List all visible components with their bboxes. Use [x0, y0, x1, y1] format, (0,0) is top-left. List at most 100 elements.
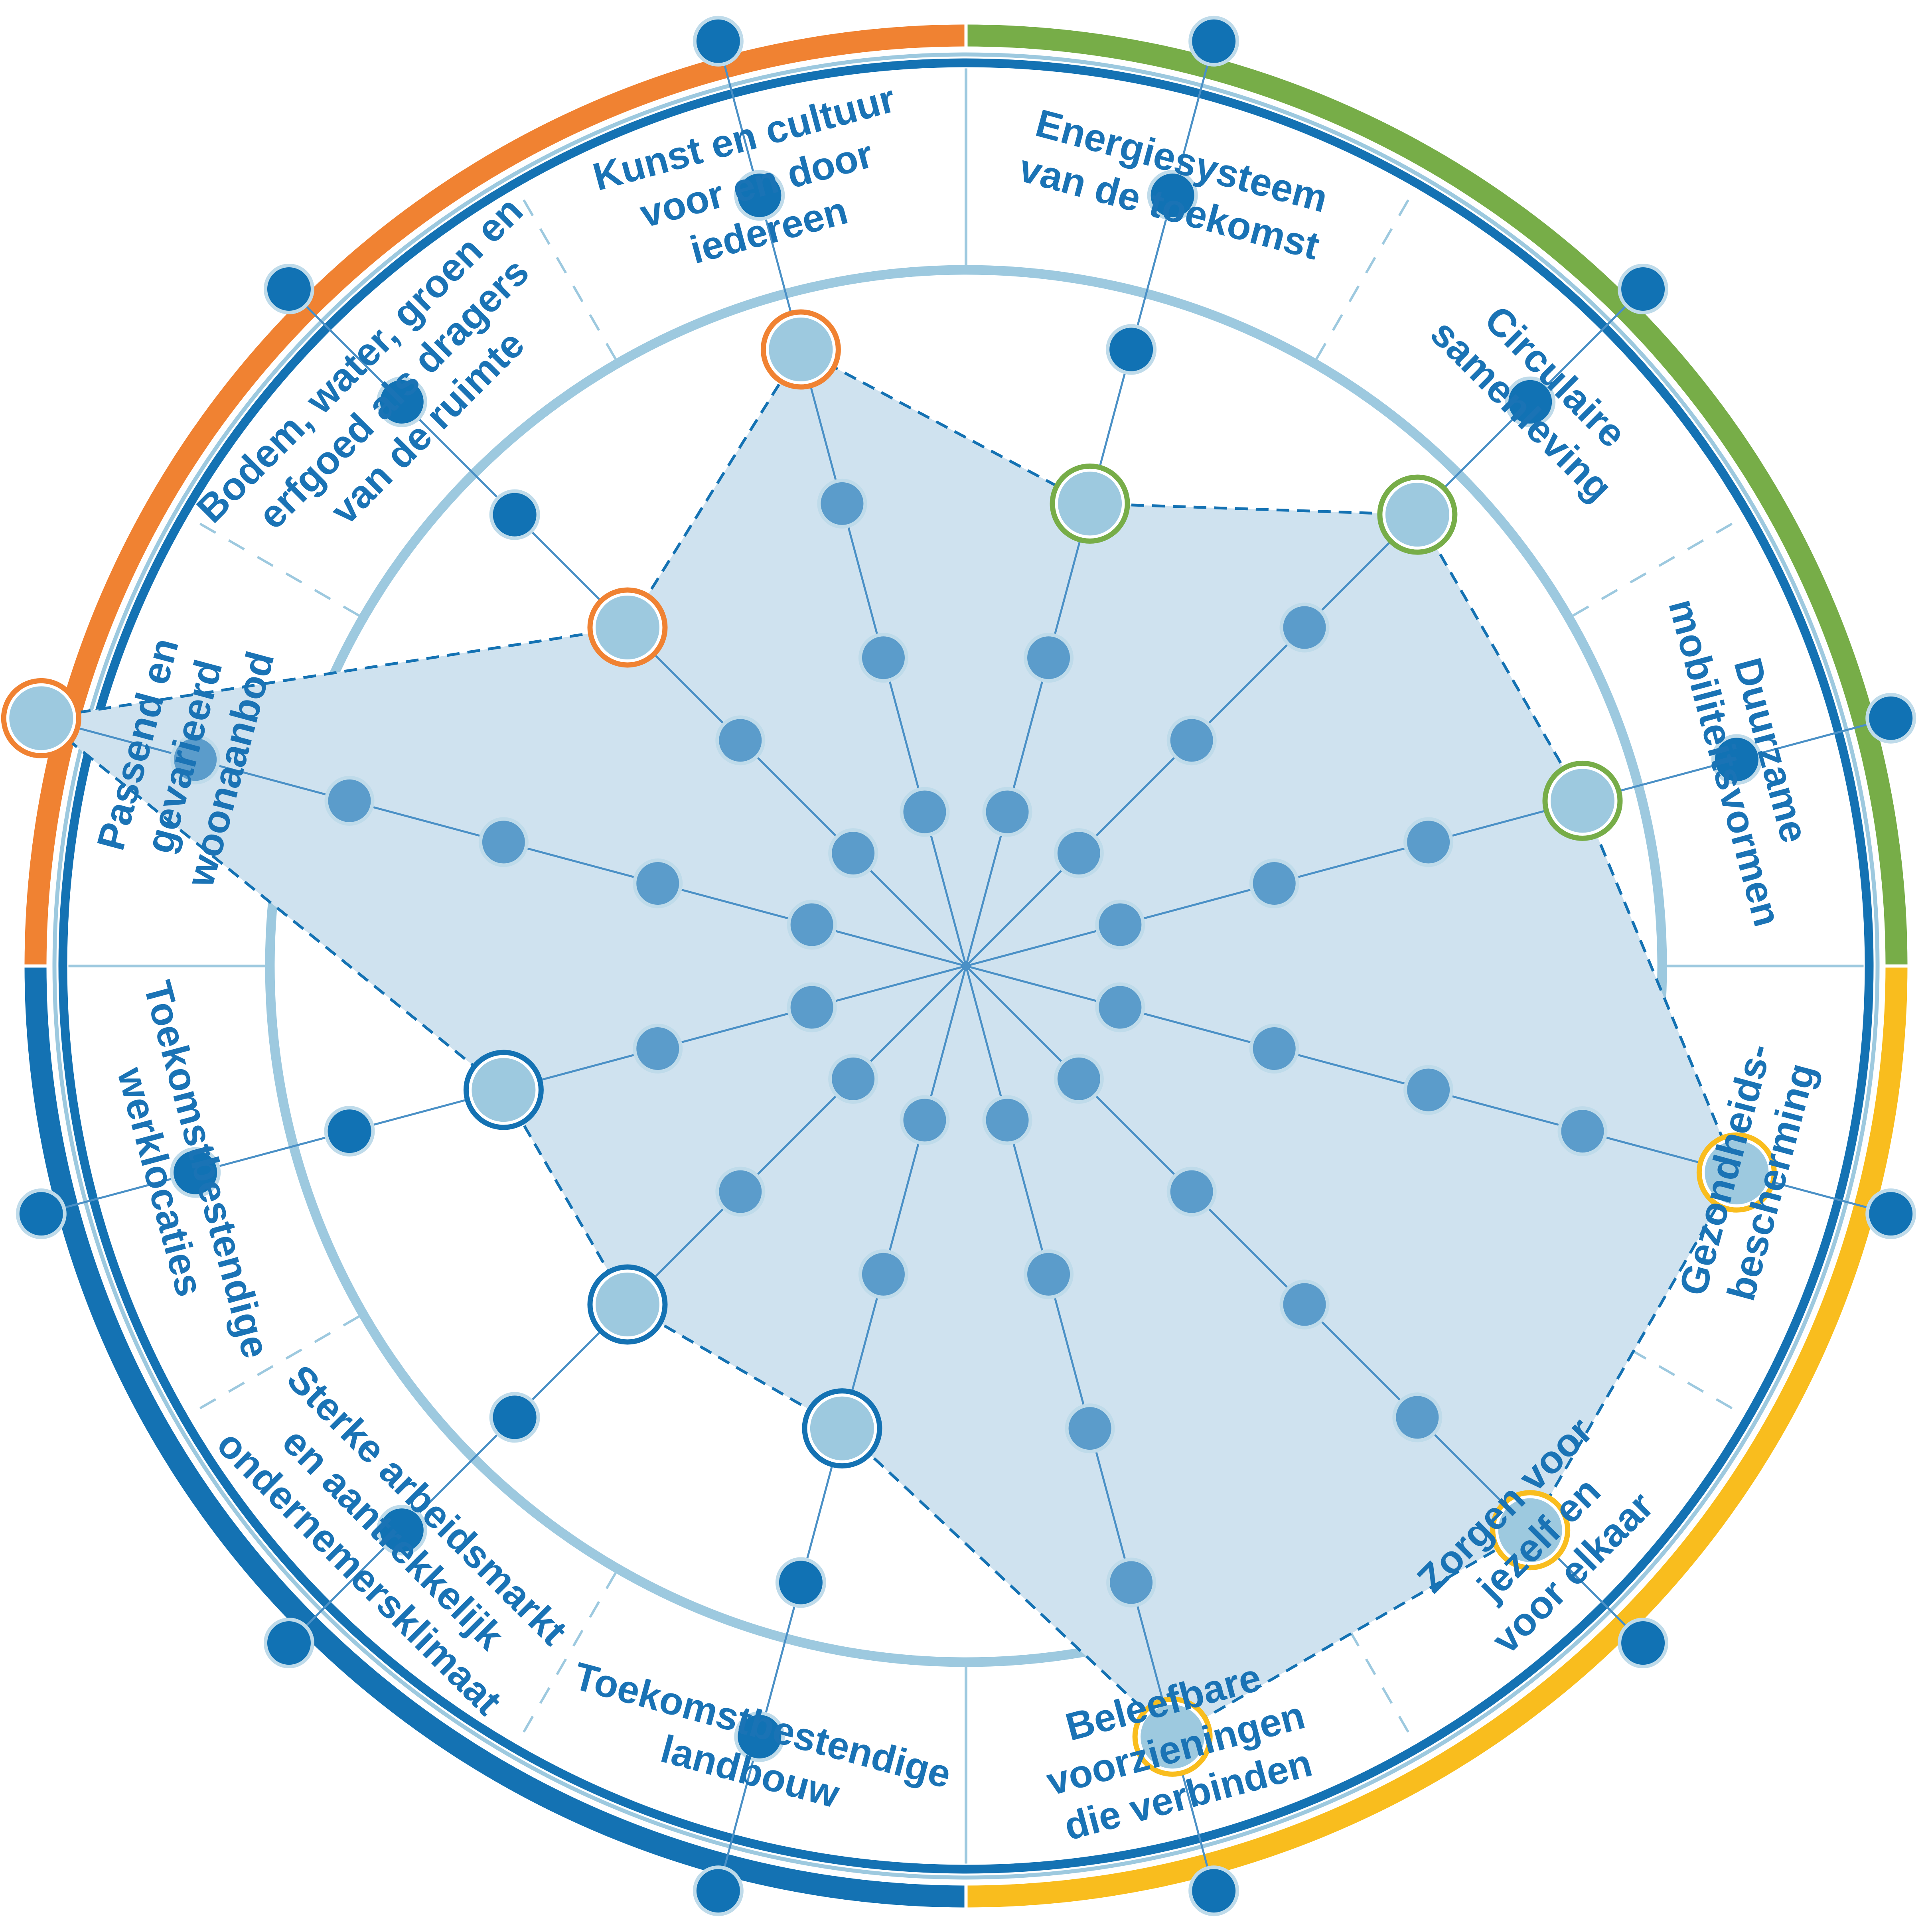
- spokes: [1, 16, 1916, 1916]
- value-marker: [1381, 479, 1453, 551]
- value-marker-ring: [587, 1264, 668, 1345]
- frame-ring-dark: [58, 58, 1874, 1874]
- wheel-frame: [24, 24, 1908, 1908]
- scale-dot-inner: [817, 478, 867, 529]
- scale-dot-outer: [1106, 324, 1157, 375]
- scale-dot-inner: [787, 900, 837, 950]
- scale-dot-outer: [263, 1618, 314, 1669]
- scale-dot-outer: [734, 170, 785, 221]
- category-divider: [1315, 188, 1416, 360]
- scale-dot-inner: [1024, 633, 1074, 683]
- value-marker-ring: [1377, 474, 1458, 555]
- scale-dot-inner: [1279, 1279, 1330, 1330]
- spoke-9: [16, 965, 967, 1239]
- scale-dot-inner: [1166, 715, 1217, 766]
- scale-dot-inner: [1095, 982, 1145, 1032]
- value-marker: [765, 314, 837, 386]
- scale-dot-inner: [1557, 1106, 1608, 1156]
- scale-dot-outer: [1188, 16, 1239, 67]
- value-marker-ring: [1132, 1696, 1213, 1777]
- value-marker-ring: [587, 587, 668, 668]
- scale-dot-inner: [982, 787, 1032, 837]
- scale-dot-outer: [1618, 1618, 1669, 1669]
- scale-dot-outer: [376, 1505, 427, 1556]
- scale-dot-inner: [787, 982, 837, 1032]
- value-marker-ring: [760, 309, 841, 390]
- rim-gap-top: [964, 24, 968, 47]
- scale-dot-inner: [1166, 1166, 1217, 1217]
- scale-dot-outer: [376, 376, 427, 427]
- category-dividers: [68, 68, 1864, 1864]
- scale-dot-outer: [170, 1147, 221, 1198]
- scale-dot-inner: [1279, 602, 1330, 653]
- category-divider: [1572, 516, 1744, 617]
- scale-dot-inner: [1403, 1065, 1454, 1115]
- scale-dot-inner: [900, 787, 950, 837]
- category-label-12: Kunst en cultuurvoor en dooriedereen: [588, 76, 925, 292]
- rim-gap-left: [24, 964, 47, 968]
- category-divider: [188, 516, 360, 617]
- scale-dot-outer: [1505, 376, 1556, 427]
- value-marker: [468, 1054, 540, 1126]
- spoke-12: [693, 16, 967, 967]
- value-marker: [591, 591, 663, 663]
- scale-dot-inner: [478, 817, 529, 867]
- value-marker: [1701, 1137, 1773, 1209]
- spoke-7: [693, 965, 967, 1916]
- scale-dot-outer: [1711, 734, 1762, 785]
- scale-dot-inner: [900, 1095, 950, 1145]
- scale-dot-inner: [1392, 1392, 1443, 1443]
- spoke-1: [965, 16, 1239, 967]
- scale-dot-inner: [1024, 1249, 1074, 1299]
- value-marker: [806, 1392, 878, 1464]
- spoke-8: [263, 965, 967, 1669]
- value-marker-ring: [1490, 1490, 1571, 1571]
- scale-dot-outer: [1188, 1865, 1239, 1916]
- scale-dot-inner: [170, 734, 221, 785]
- scale-dot-inner: [858, 1249, 908, 1299]
- spoke-10: [1, 678, 967, 967]
- scale-dot-outer: [16, 1188, 67, 1239]
- rim-gap-bottom: [964, 1885, 968, 1908]
- scale-dot-outer: [1147, 170, 1198, 221]
- spoke-5: [965, 965, 1669, 1669]
- scale-dot-inner: [982, 1095, 1032, 1145]
- scale-dot-inner: [1054, 1054, 1104, 1104]
- spoke-2: [965, 263, 1669, 967]
- value-marker-ring: [1542, 760, 1623, 841]
- value-marker: [5, 682, 77, 754]
- frame-ring-light: [52, 52, 1880, 1880]
- scale-dot-inner: [715, 715, 766, 766]
- value-marker: [591, 1269, 663, 1341]
- scale-dot-inner: [633, 858, 683, 908]
- scale-dot-inner: [633, 1024, 683, 1074]
- scale-dot-inner: [828, 828, 878, 878]
- scale-dot-outer: [775, 1557, 826, 1608]
- value-marker: [1546, 765, 1618, 837]
- scale-dot-inner: [1249, 858, 1299, 908]
- scale-dot-inner: [324, 776, 375, 826]
- value-marker: [1494, 1494, 1566, 1566]
- scale-dot-outer: [734, 1711, 785, 1762]
- value-marker-ring: [1, 678, 81, 758]
- scale-dot-outer: [1865, 1188, 1916, 1239]
- scale-dot-inner: [858, 633, 908, 683]
- value-marker: [1054, 468, 1126, 540]
- scale-dot-outer: [489, 489, 540, 540]
- spoke-11: [263, 263, 967, 967]
- scale-dot-inner: [715, 1166, 766, 1217]
- scale-dot-inner: [828, 1054, 878, 1104]
- scale-dot-outer: [489, 1392, 540, 1443]
- spoke-4: [965, 965, 1916, 1239]
- rim-gap-right: [1885, 964, 1908, 968]
- value-marker-ring: [463, 1050, 544, 1130]
- scale-dot-inner: [1054, 828, 1104, 878]
- spoke-6: [965, 965, 1239, 1916]
- scale-dot-outer: [263, 263, 314, 314]
- scale-dot-inner: [1249, 1024, 1299, 1074]
- scale-dot-inner: [1095, 900, 1145, 950]
- scale-dot-outer: [1865, 693, 1916, 744]
- spoke-3: [965, 693, 1916, 967]
- scale-dot-outer: [693, 1865, 744, 1916]
